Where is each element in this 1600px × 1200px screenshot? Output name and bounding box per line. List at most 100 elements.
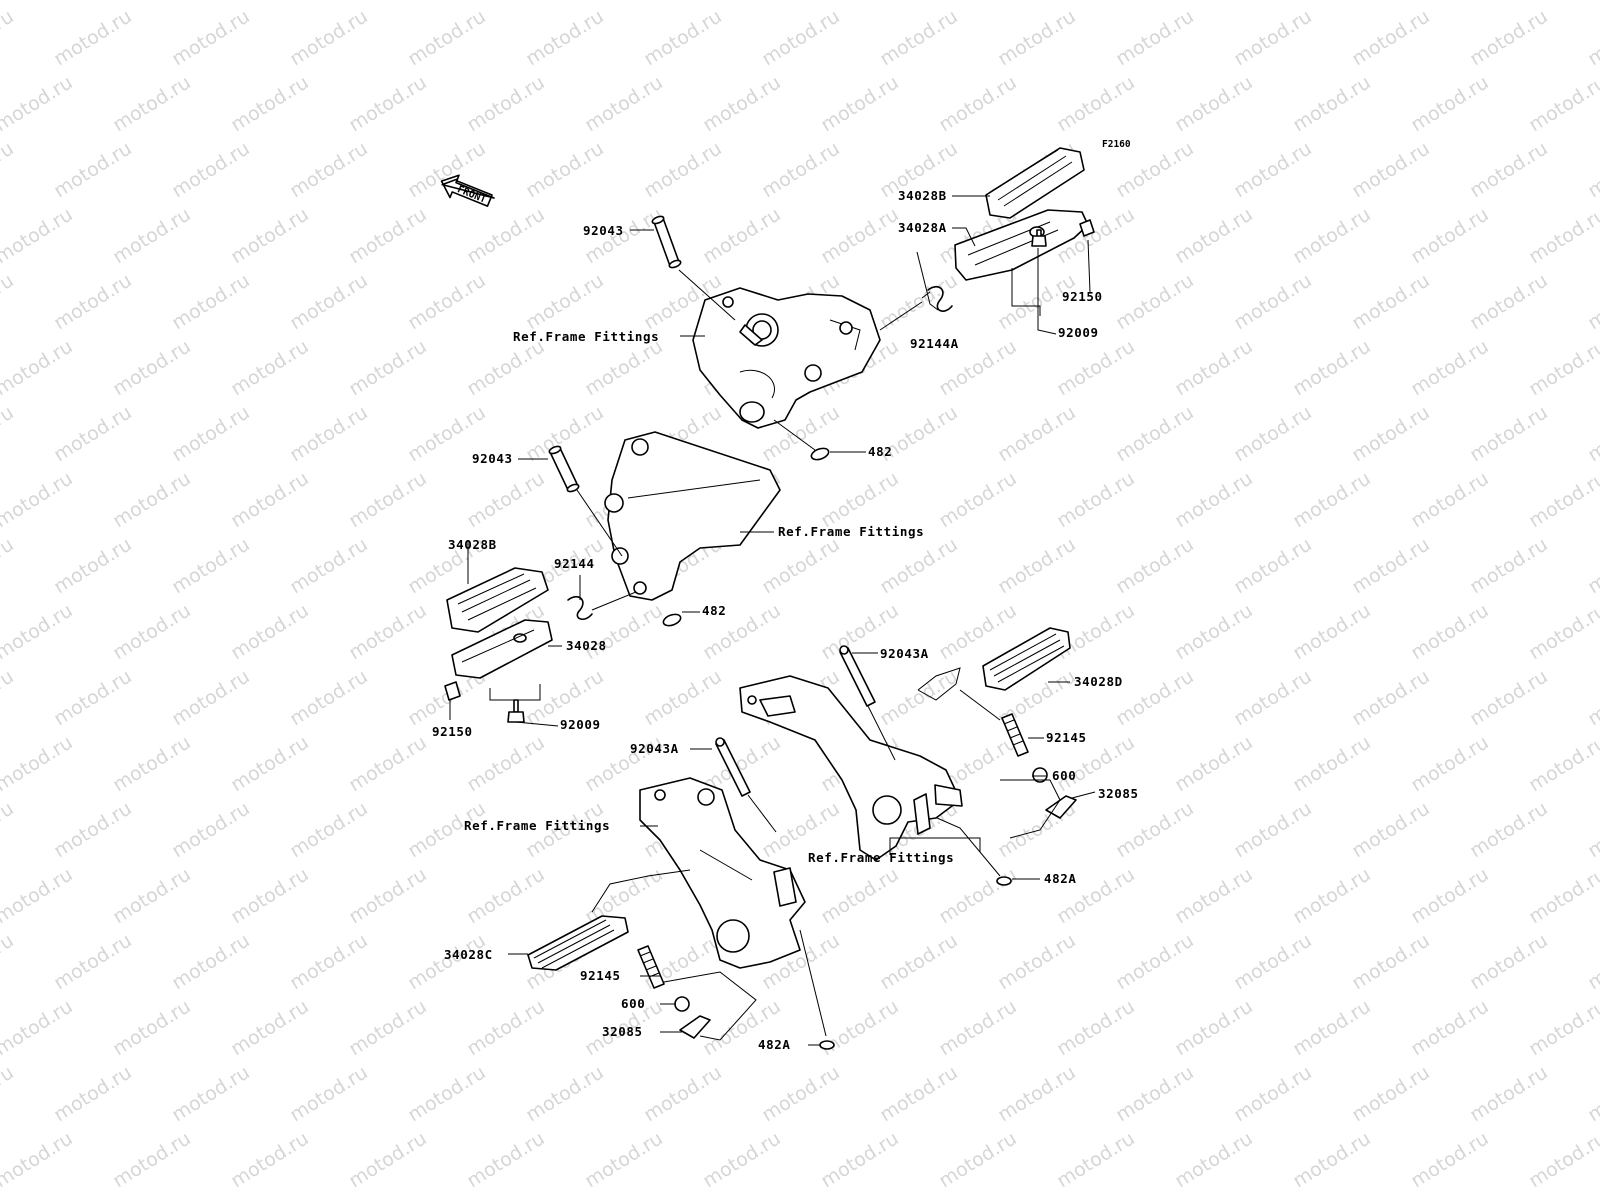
watermark-text: motod.ru [522, 137, 608, 202]
watermark-text: motod.ru [0, 731, 77, 796]
watermark-text: motod.ru [817, 863, 903, 928]
footpeg-34028a [954, 209, 1089, 281]
watermark-text: motod.ru [1112, 533, 1198, 598]
watermark-text: motod.ru [1525, 995, 1600, 1060]
washer-482-top [810, 447, 830, 461]
watermark-text: motod.ru [0, 467, 77, 532]
watermark-text: motod.ru [1230, 137, 1316, 202]
watermark-text: motod.ru [286, 665, 372, 730]
watermark-text: motod.ru [463, 0, 549, 4]
callout-34028a: 34028A [898, 220, 947, 235]
watermark-text: motod.ru [758, 5, 844, 70]
callout-92043a-left: 92043A [630, 741, 679, 756]
footpeg-34028c [527, 915, 629, 971]
watermark-text: motod.ru [1230, 533, 1316, 598]
bolt-92150-left [444, 681, 461, 701]
watermark-text: motod.ru [1289, 995, 1375, 1060]
watermark-text: motod.ru [50, 1061, 136, 1126]
leader-lines [449, 195, 1096, 1046]
watermark-text: motod.ru [935, 863, 1021, 928]
watermark-text: motod.ru [1407, 863, 1493, 928]
footpeg-34028 [451, 619, 553, 679]
rubber-34028b-top [985, 147, 1085, 219]
watermark-text: motod.ru [876, 5, 962, 70]
watermark-text: motod.ru [1584, 5, 1600, 70]
watermark-text: motod.ru [50, 665, 136, 730]
watermark-text: motod.ru [0, 269, 18, 334]
watermark-text: motod.ru [0, 0, 77, 4]
watermark-text: motod.ru [50, 929, 136, 994]
watermark-text: motod.ru [50, 401, 136, 466]
callout-482a-left: 482A [758, 1037, 791, 1052]
callout-34028b-left: 34028B [448, 537, 497, 552]
watermark-text: motod.ru [109, 71, 195, 136]
watermark-text: motod.ru [1525, 0, 1600, 4]
watermark-text: motod.ru [109, 863, 195, 928]
watermark-text: motod.ru [1171, 1127, 1257, 1192]
watermark-text: motod.ru [227, 203, 313, 268]
frame-plate-middle [604, 431, 781, 601]
watermark-text: motod.ru [227, 71, 313, 136]
watermark-text: motod.ru [168, 269, 254, 334]
watermark-text: motod.ru [345, 1127, 431, 1192]
watermark-text: motod.ru [227, 995, 313, 1060]
watermark-text: motod.ru [1584, 533, 1600, 598]
watermark-text: motod.ru [109, 995, 195, 1060]
watermark-text: motod.ru [0, 71, 77, 136]
bolt-92150-top [1079, 219, 1095, 237]
watermark-text: motod.ru [1230, 401, 1316, 466]
watermark-text: motod.ru [876, 533, 962, 598]
watermark-text: motod.ru [699, 1127, 785, 1192]
spring-92145-left [637, 945, 665, 989]
footpeg-34028d [982, 627, 1071, 691]
watermark-text: motod.ru [1584, 1061, 1600, 1126]
watermark-text: motod.ru [286, 929, 372, 994]
watermark-text: motod.ru [227, 0, 313, 4]
watermark-text: motod.ru [699, 71, 785, 136]
watermark-text: motod.ru [1289, 863, 1375, 928]
watermark-text: motod.ru [0, 335, 77, 400]
watermark-text: motod.ru [758, 1061, 844, 1126]
watermark-text: motod.ru [463, 335, 549, 400]
watermark-text: motod.ru [1171, 335, 1257, 400]
watermark-text: motod.ru [994, 1061, 1080, 1126]
watermark-text: motod.ru [345, 599, 431, 664]
watermark-text: motod.ru [1407, 0, 1493, 4]
watermark-text: motod.ru [345, 995, 431, 1060]
watermark-text: motod.ru [581, 71, 667, 136]
footpeg-bracket-upper [692, 287, 881, 429]
watermark-text: motod.ru [640, 137, 726, 202]
rubber-34028b-left [446, 567, 549, 633]
watermark-text: motod.ru [1466, 137, 1552, 202]
watermark-text: motod.ru [1348, 137, 1434, 202]
watermark-text: motod.ru [1584, 401, 1600, 466]
watermark-text: motod.ru [1525, 71, 1600, 136]
pin-92043-mid [548, 445, 580, 493]
watermark-text: motod.ru [1053, 0, 1139, 4]
watermark-text: motod.ru [1112, 665, 1198, 730]
watermark-text: motod.ru [286, 1061, 372, 1126]
watermark-text: motod.ru [1525, 863, 1600, 928]
callout-34028: 34028 [566, 638, 607, 653]
watermark-text: motod.ru [1407, 335, 1493, 400]
watermark-text: motod.ru [1112, 929, 1198, 994]
watermark-text: motod.ru [286, 797, 372, 862]
watermark-text: motod.ru [463, 995, 549, 1060]
detent-32085-left [679, 1015, 711, 1039]
watermark-text: motod.ru [1348, 1061, 1434, 1126]
bolt-92009-left [507, 699, 525, 723]
watermark-text: motod.ru [1289, 71, 1375, 136]
watermark-text: motod.ru [1289, 0, 1375, 4]
watermark-text: motod.ru [50, 797, 136, 862]
ball-600-right [1032, 767, 1048, 783]
watermark-text: motod.ru [0, 797, 18, 862]
spring-92144a [921, 285, 953, 312]
watermark-text: motod.ru [1053, 995, 1139, 1060]
callout-34028c: 34028C [444, 947, 493, 962]
watermark-text: motod.ru [168, 5, 254, 70]
watermark-text: motod.ru [345, 335, 431, 400]
watermark-text: motod.ru [1112, 1061, 1198, 1126]
watermark-text: motod.ru [994, 401, 1080, 466]
watermark-text: motod.ru [1348, 533, 1434, 598]
